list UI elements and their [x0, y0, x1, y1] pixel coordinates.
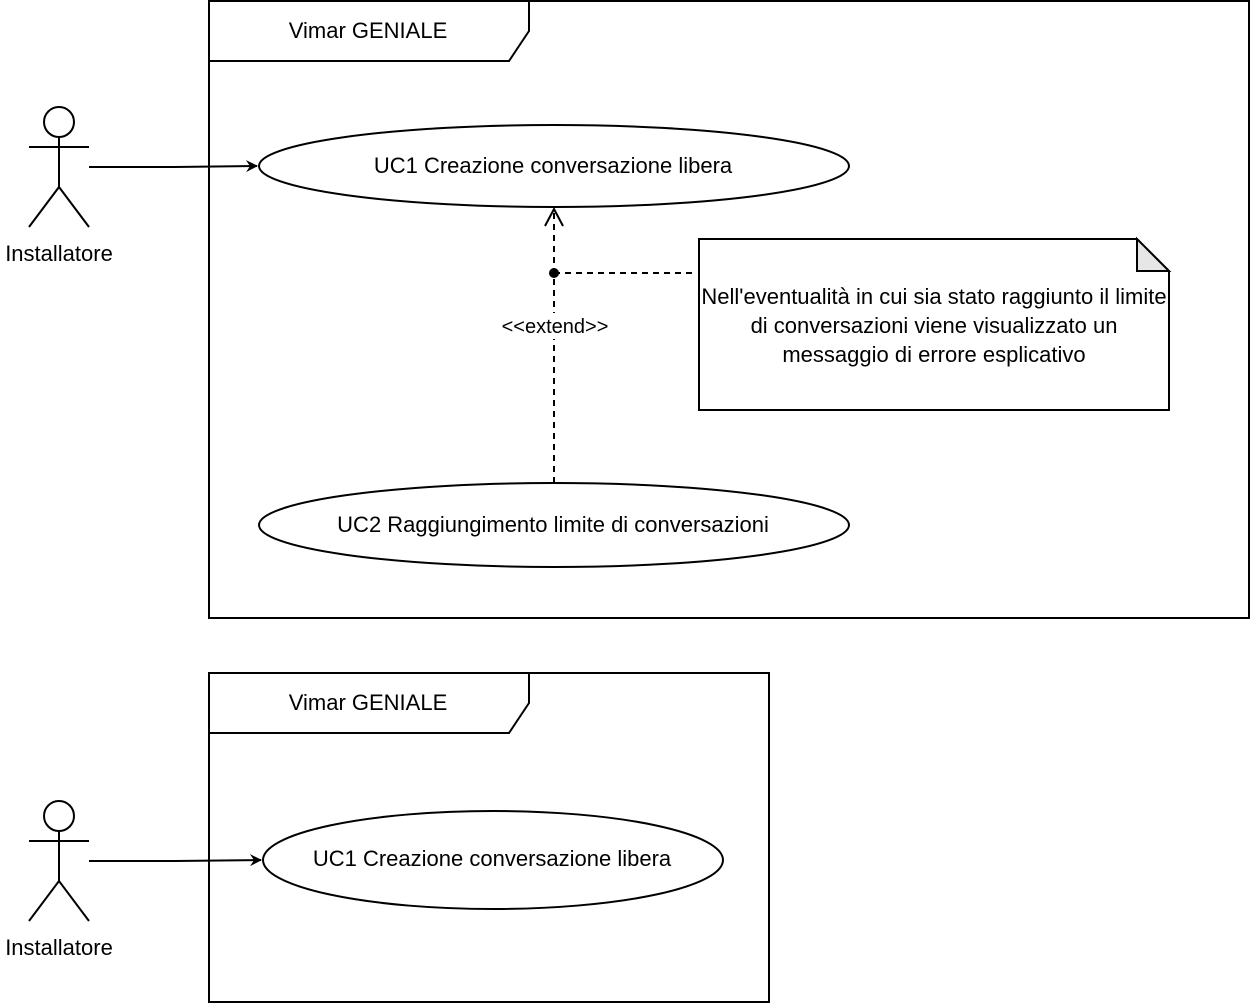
actor-label-top: Installatore: [5, 241, 113, 266]
usecase-uc2-label: UC2 Raggiungimento limite di conversazio…: [337, 512, 769, 537]
frame-title-bottom: Vimar GENIALE: [289, 690, 448, 715]
extend-relationship: <<extend>>: [494, 206, 614, 483]
association-arrow-top: [89, 160, 258, 173]
note-box: [698, 236, 1172, 411]
usecase-uc1-label-top: UC1 Creazione conversazione libera: [374, 153, 733, 178]
usecase-uc1-top[interactable]: UC1 Creazione conversazione libera: [258, 124, 850, 208]
system-frame-top: Vimar GENIALE: [208, 0, 1250, 619]
actor-label-bottom: Installatore: [5, 935, 113, 960]
system-frame-bottom: Vimar GENIALE: [208, 672, 770, 1003]
actor-installatore-top[interactable]: Installatore: [5, 106, 113, 266]
association-arrow-bottom: [89, 854, 262, 867]
actor-installatore-bottom[interactable]: Installatore: [5, 800, 113, 960]
extend-label: <<extend>>: [502, 316, 609, 338]
usecase-uc1-label-bottom: UC1 Creazione conversazione libera: [313, 846, 672, 871]
usecase-uc2[interactable]: UC2 Raggiungimento limite di conversazio…: [258, 482, 850, 568]
note-text: Nell'eventualità in cui sia stato raggiu…: [701, 284, 1167, 367]
frame-title-top: Vimar GENIALE: [289, 18, 448, 43]
usecase-uc1-bottom[interactable]: UC1 Creazione conversazione libera: [262, 810, 724, 910]
